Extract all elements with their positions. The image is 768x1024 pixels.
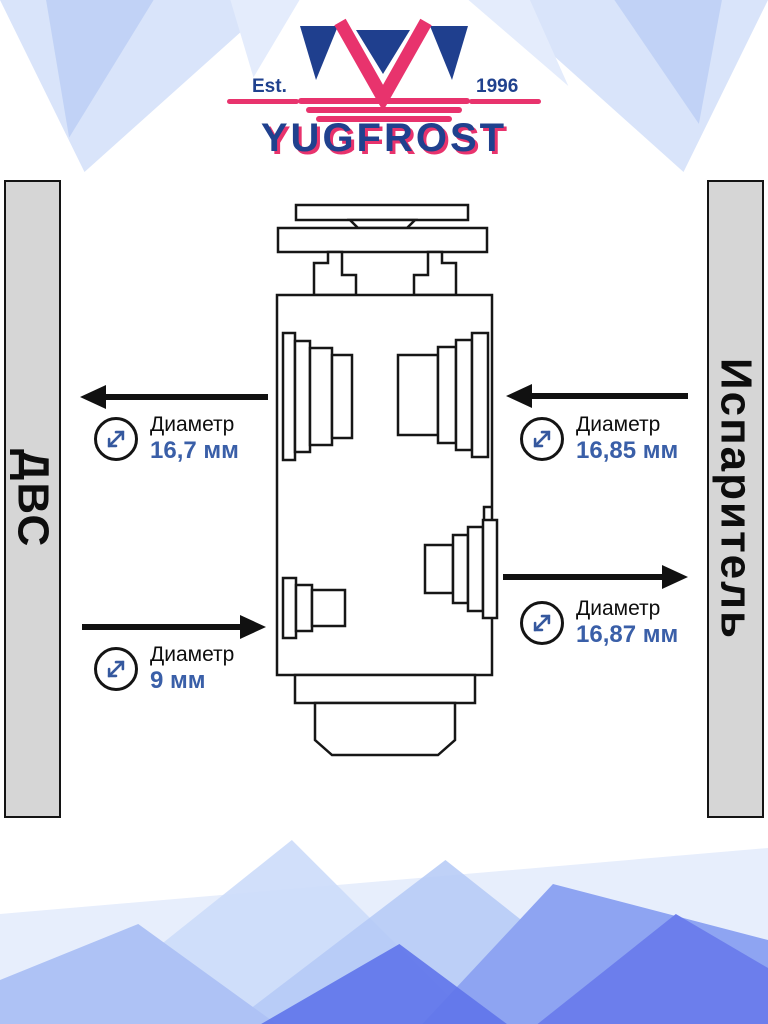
logo-divider-right [469, 99, 541, 104]
decor-bottom [0, 824, 768, 1024]
decor-shape [261, 944, 507, 1024]
diameter-icon [94, 416, 138, 461]
evaporator-side-bar: Испаритель [707, 180, 764, 818]
logo-year-label: 1996 [476, 76, 519, 97]
logo-est-label: Est. [252, 76, 287, 97]
callout-label: Диаметр [150, 643, 235, 666]
arrow-to-engine-icon [80, 385, 268, 409]
decor-shape [0, 848, 768, 1024]
evaporator-side-label: Испаритель [711, 357, 761, 641]
decor-shape [230, 860, 653, 1024]
decor-shape [61, 840, 477, 1024]
callout-value: 16,85 мм [576, 437, 679, 464]
callout-value: 9 мм [150, 667, 206, 694]
brand-emblem-icon [298, 18, 470, 122]
brand-logo: Est. 1996 YUGFROST [0, 0, 768, 170]
decor-shape [0, 924, 277, 1024]
decor-shape [422, 884, 768, 1024]
arrow-to-evaporator-icon [503, 565, 688, 589]
callout-bottom-right: Диаметр 16,87 мм [520, 596, 678, 649]
callout-label: Диаметр [150, 413, 235, 436]
diameter-icon [520, 416, 564, 461]
callout-value: 16,87 мм [576, 621, 679, 648]
callout-label: Диаметр [576, 597, 661, 620]
callout-bottom-left: Диаметр 9 мм [94, 642, 234, 695]
callout-top-right: Диаметр 16,85 мм [520, 412, 678, 465]
callout-value: 16,7 мм [150, 437, 239, 464]
engine-side-bar: ДВС [4, 180, 61, 818]
diameter-icon [94, 646, 138, 691]
brand-name: YUGFROST [260, 116, 508, 160]
callout-top-left: Диаметр 16,7 мм [94, 412, 239, 465]
decor-shape [537, 914, 768, 1024]
expansion-valve-drawing [275, 203, 499, 757]
engine-side-label: ДВС [8, 449, 58, 549]
arrow-from-engine-icon [82, 615, 266, 639]
logo-divider-left [227, 99, 299, 104]
diameter-icon [520, 600, 564, 645]
callout-label: Диаметр [576, 413, 661, 436]
arrow-from-evaporator-icon [506, 384, 688, 408]
